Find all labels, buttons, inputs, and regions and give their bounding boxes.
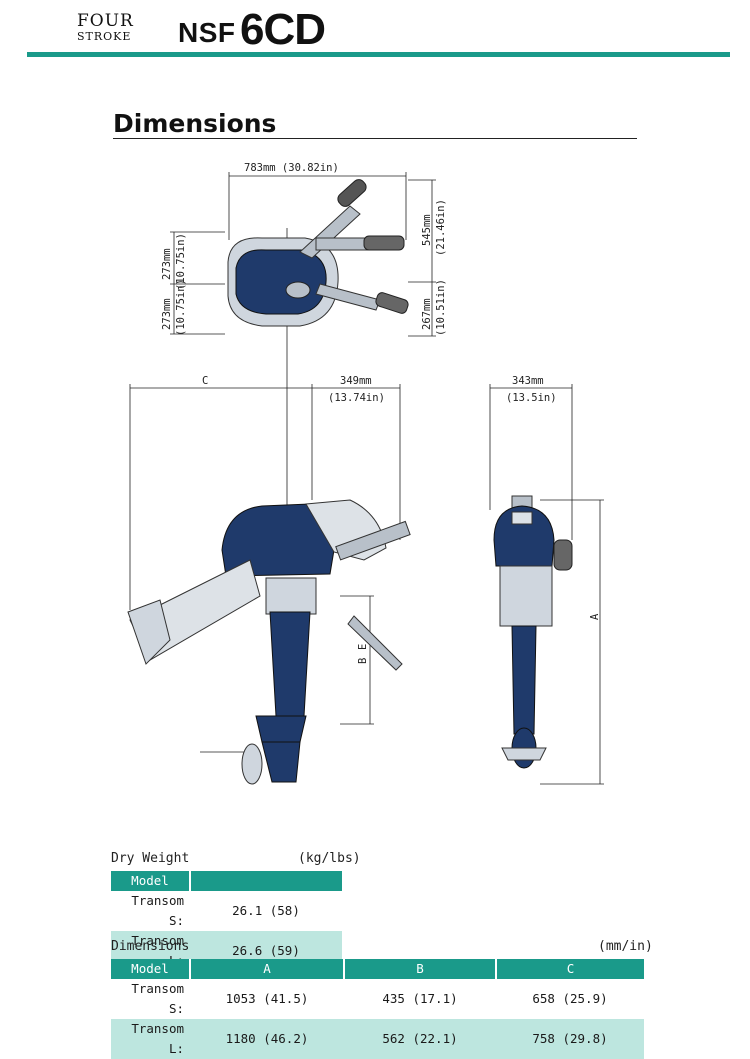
dim-a-label: A <box>589 613 601 620</box>
top-view-engine <box>227 179 409 327</box>
cell-a: 1180 (46.2) <box>190 1019 344 1059</box>
stroke-text: STROKE <box>77 30 132 43</box>
row-value: 26.1 (58) <box>190 891 342 931</box>
cell-c: 758 (29.8) <box>496 1019 644 1059</box>
dim-right-lower-in: (10.51in) <box>435 279 447 336</box>
dim-side-width-mm: 349mm <box>340 375 372 387</box>
cell-c: 658 (25.9) <box>496 979 644 1019</box>
dim-rear-width-mm: 343mm <box>512 375 544 387</box>
table-header-cell: C <box>495 959 644 979</box>
dimensions-title: Dimensions <box>111 939 190 954</box>
row-label: Transom S: <box>111 891 190 931</box>
table-header-cell: A <box>189 959 344 979</box>
table-row: Transom L: 1180 (46.2) 562 (22.1) 758 (2… <box>111 1019 644 1059</box>
dim-width-top: 783mm (30.82in) <box>244 162 339 174</box>
table-header-row: Model A B C <box>111 959 644 979</box>
table-row: Transom S: 26.1 (58) <box>111 891 342 931</box>
table-header-cell <box>189 871 342 891</box>
section-title: Dimensions <box>113 109 277 138</box>
table-row: Transom S: 1053 (41.5) 435 (17.1) 658 (2… <box>111 979 644 1019</box>
dim-e-label: E <box>357 644 369 650</box>
dim-c-label: C <box>202 375 208 387</box>
table-header-cell: B <box>343 959 496 979</box>
dimension-drawing: 783mm (30.82in) 545mm (21.46in) 267mm (1… <box>127 162 604 785</box>
dry-weight-title: Dry Weight <box>111 851 190 866</box>
dim-right-upper-mm: 545mm <box>421 214 433 246</box>
dimensions-unit: (mm/in) <box>598 939 653 954</box>
row-label: Transom S: <box>111 979 190 1019</box>
dim-right-lower-mm: 267mm <box>421 298 433 330</box>
dry-weight-unit: (kg/lbs) <box>298 851 361 866</box>
model-prefix: NSF <box>178 17 236 48</box>
dim-b-label: B <box>357 658 369 664</box>
dry-weight-table: Model Transom S: 26.1 (58) Transom L: 26… <box>111 871 342 971</box>
table-header-cell: Model <box>111 959 190 979</box>
dim-side-width-in: (13.74in) <box>328 392 385 404</box>
model-suffix: 6CD <box>240 5 326 54</box>
rear-view-engine <box>493 495 573 769</box>
dimensions-table: Model A B C Transom S: 1053 (41.5) 435 (… <box>111 959 644 1059</box>
side-view-engine <box>127 499 411 785</box>
dim-left-lower-mm: 273mm <box>161 298 173 330</box>
four-text: FOUR <box>77 11 134 31</box>
page-header: FOUR STROKE NSF 6CD <box>0 0 750 64</box>
header-rule <box>27 52 730 57</box>
dim-rear-width-in: (13.5in) <box>506 392 557 404</box>
dim-right-upper-in: (21.46in) <box>435 199 447 256</box>
dim-left-upper-mm: 273mm <box>161 248 173 280</box>
table-header-row: Model <box>111 871 342 891</box>
row-label: Transom L: <box>111 1019 190 1059</box>
table-header-cell: Model <box>111 871 190 891</box>
dim-left-upper-in: (10.75in) <box>175 233 187 290</box>
cell-b: 435 (17.1) <box>344 979 496 1019</box>
dim-left-lower-in: (10.75in) <box>175 279 187 336</box>
section-rule <box>113 138 637 139</box>
cell-b: 562 (22.1) <box>344 1019 496 1059</box>
cell-a: 1053 (41.5) <box>190 979 344 1019</box>
